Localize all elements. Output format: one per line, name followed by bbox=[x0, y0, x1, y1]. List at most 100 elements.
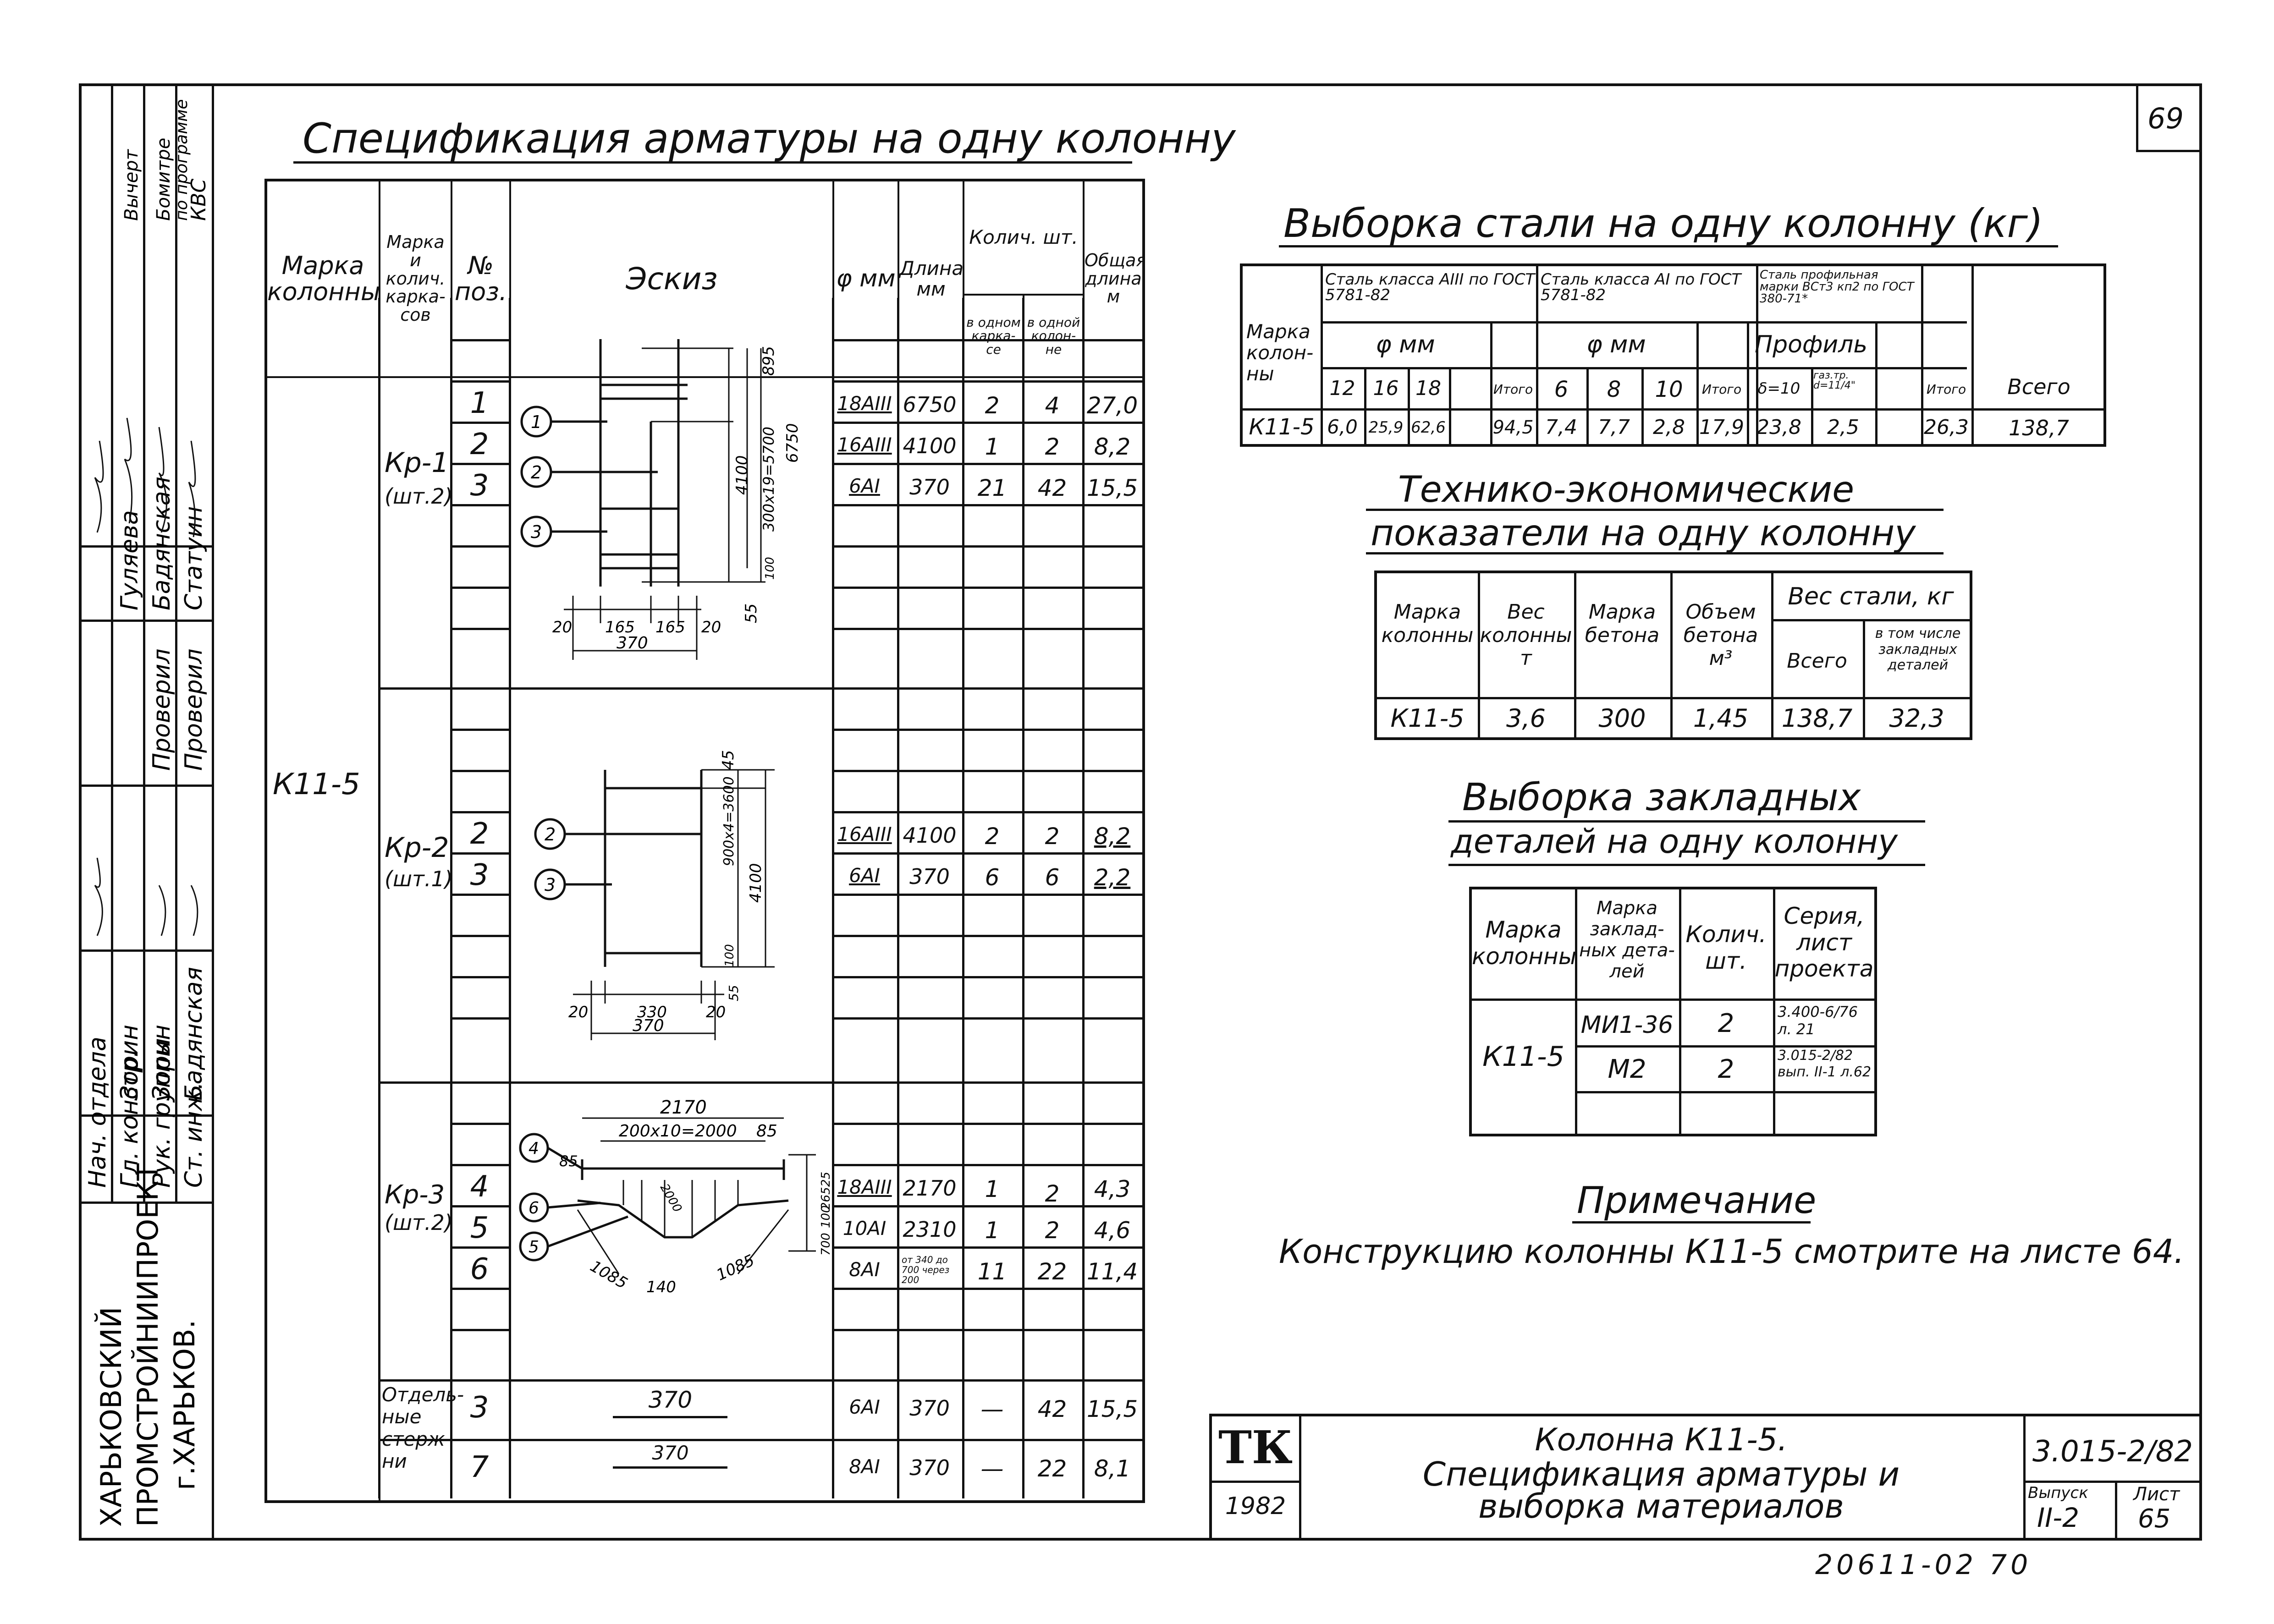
sketch2-pos-3: 3 bbox=[545, 875, 556, 895]
sketch3-d1: 1085 bbox=[587, 1257, 631, 1293]
steel-h-phi-a1: φ мм bbox=[1586, 331, 1646, 358]
spec-h-qty-col: в одной колон- не bbox=[1022, 294, 1085, 378]
sketch3-pos-4: 4 bbox=[529, 1139, 539, 1158]
sketch3-top: 2170 bbox=[660, 1100, 707, 1118]
spec-g1-r1-qf: 2 bbox=[985, 392, 1000, 419]
tech-r-weight: 3,6 bbox=[1506, 704, 1546, 733]
embed-title-2-underline bbox=[1448, 864, 1925, 866]
tech-h-all: Всего bbox=[1787, 649, 1847, 673]
sketch3-d3: 1085 bbox=[714, 1251, 757, 1284]
side-top-c: по программе bbox=[172, 99, 191, 221]
sketch2-dim-4100: 4100 bbox=[747, 863, 765, 903]
spec-g3-r1-dia: 18АIII bbox=[837, 1176, 892, 1198]
sketch3-v2: 100 bbox=[819, 1205, 830, 1228]
spec-g3-frame-qty: (шт.2) bbox=[385, 1210, 453, 1235]
spec-g1-r1-total: 27,0 bbox=[1086, 392, 1138, 419]
spec-g1-r3-len: 370 bbox=[909, 475, 950, 499]
spec-h-dia: φ мм bbox=[832, 179, 899, 378]
sketch1-b1: 20 bbox=[552, 618, 572, 636]
side-dev-1: Бадянская bbox=[148, 477, 176, 610]
side-checked-2: Проверил bbox=[180, 648, 208, 771]
spec-g3-frame: Кр-3 bbox=[385, 1180, 445, 1210]
tech-r-all: 138,7 bbox=[1781, 704, 1853, 733]
side-role-4: Ст. инж. bbox=[180, 1082, 208, 1188]
spec-g1-r1-qc: 4 bbox=[1045, 392, 1060, 419]
side-top-d: КВС bbox=[187, 179, 210, 221]
steel-h-d16: 16 bbox=[1373, 377, 1399, 400]
embed-r2-det: М2 bbox=[1608, 1054, 1646, 1084]
steel-title: Выборка стали на одну колонну (кг) bbox=[1283, 201, 2043, 247]
embed-title-1: Выборка закладных bbox=[1462, 776, 1861, 819]
spec-g4-r2-len: 370 bbox=[909, 1455, 950, 1480]
steel-h-dp1: δ=10 bbox=[1757, 379, 1800, 398]
spec-g4-r2-total: 8,1 bbox=[1094, 1455, 1131, 1482]
sketch3-d5: 2000 bbox=[657, 1182, 684, 1215]
title-name-1: Колонна К11-5. bbox=[1535, 1422, 1788, 1458]
steel-h-a3: Сталь класса АIII по ГОСТ 5781-82 bbox=[1325, 270, 1535, 304]
spec-g2-frame-qty: (шт.1) bbox=[385, 867, 453, 891]
sketch2-pos-2: 2 bbox=[545, 824, 556, 845]
sketch1-dim-55: 55 bbox=[742, 604, 760, 623]
steel-h-d10: 10 bbox=[1655, 377, 1683, 402]
sketch3-r85: 85 bbox=[756, 1122, 777, 1141]
spec-g1-r3-qf: 21 bbox=[977, 475, 1007, 501]
spec-g1-frame: Кр-1 bbox=[385, 447, 449, 479]
sketch2-dim-45: 45 bbox=[719, 750, 738, 770]
spec-g2-r2-pos: 3 bbox=[470, 858, 489, 892]
tech-h-emb: в том числе закладных деталей bbox=[1875, 625, 1961, 673]
sketch2-b2: 330 bbox=[637, 1003, 667, 1021]
spec-g4-r1-total: 15,5 bbox=[1086, 1396, 1138, 1422]
steel-r-v8: 7,7 bbox=[1598, 416, 1630, 439]
spec-h-mark: Марка колонны bbox=[265, 179, 380, 378]
embed-r2-qty: 2 bbox=[1718, 1054, 1734, 1084]
tech-h-volume: Объем бетона м³ bbox=[1683, 600, 1758, 670]
spec-g3-r2-qc: 2 bbox=[1045, 1217, 1060, 1244]
side-top-b: Бомитре bbox=[153, 138, 174, 221]
side-org-3: г.ХАРЬКОВ. bbox=[168, 1320, 201, 1490]
sketch2-b1: 20 bbox=[568, 1003, 588, 1021]
title-issue-label: Выпуск bbox=[2028, 1484, 2088, 1502]
spec-g4-r2-sketch: 370 bbox=[652, 1442, 689, 1464]
spec-g2-r1-pos: 2 bbox=[470, 817, 489, 851]
spec-g4-r2-pos: 7 bbox=[470, 1450, 489, 1484]
steel-h-profile: Профиль bbox=[1754, 331, 1868, 358]
spec-g3-r2-pos: 5 bbox=[470, 1211, 489, 1245]
tech-title-2: показатели на одну колонну bbox=[1371, 513, 1916, 554]
tech-title-1: Технико-экономические bbox=[1398, 469, 1855, 510]
spec-g3-r3-dia: 8АI bbox=[849, 1258, 880, 1281]
steel-h-a1: Сталь класса АI по ГОСТ 5781-82 bbox=[1541, 270, 1741, 304]
title-sheet: 65 bbox=[2138, 1504, 2171, 1534]
title-name-3: выборка материалов bbox=[1478, 1487, 1844, 1525]
steel-h-mark: Марка колон- ны bbox=[1246, 320, 1314, 385]
spec-g3-r3-pos: 6 bbox=[470, 1252, 489, 1286]
tech-h-mark: Марка колонны bbox=[1381, 600, 1474, 647]
steel-h-dp2: газ.тр. d=11/4" bbox=[1813, 370, 1856, 391]
steel-table: Марка колон- ны Сталь класса АIII по ГОС… bbox=[1240, 263, 2106, 447]
sketch1-dim-5700: 300х19=5700 bbox=[760, 427, 777, 532]
spec-g3-r2-len: 2310 bbox=[903, 1217, 957, 1242]
steel-h-d6: 6 bbox=[1554, 377, 1569, 402]
spec-g1-r3-qc: 42 bbox=[1037, 475, 1067, 501]
spec-g2-r2-qf: 6 bbox=[985, 864, 1000, 891]
note-title: Примечание bbox=[1577, 1179, 1817, 1222]
bottom-code: 20611-02 70 bbox=[1815, 1549, 2032, 1581]
side-role-2: Гл. констр. bbox=[116, 1050, 143, 1188]
sketch3-pos-5: 5 bbox=[529, 1238, 539, 1256]
title-series: 3.015-2/82 bbox=[2032, 1435, 2193, 1469]
steel-h-total: Всего bbox=[2007, 374, 2070, 399]
spec-g4-r1-sketch: 370 bbox=[648, 1387, 693, 1413]
steel-h-phi-a3: φ мм bbox=[1376, 331, 1435, 358]
tech-title-2-underline bbox=[1366, 552, 1944, 554]
embed-title-1-underline bbox=[1448, 820, 1925, 823]
spec-g1-r2-pos: 2 bbox=[470, 428, 489, 461]
drawing-frame bbox=[79, 83, 2202, 1541]
steel-r-mark: К11-5 bbox=[1249, 414, 1315, 440]
steel-r-p1: 23,8 bbox=[1756, 416, 1801, 439]
spec-g3-r1-qf: 1 bbox=[985, 1176, 1000, 1202]
title-sheet-label: Лист bbox=[2133, 1484, 2180, 1505]
spec-g3-r1-total: 4,3 bbox=[1094, 1176, 1131, 1202]
spec-g3-r3-len: от 340 до 700 через 200 bbox=[902, 1254, 950, 1285]
embed-r1-series: 3.400-6/76 л. 21 bbox=[1778, 1003, 1858, 1038]
tech-h-steel: Вес стали, кг bbox=[1788, 583, 1954, 610]
spec-g3-r1-qc: 2 bbox=[1045, 1180, 1060, 1207]
